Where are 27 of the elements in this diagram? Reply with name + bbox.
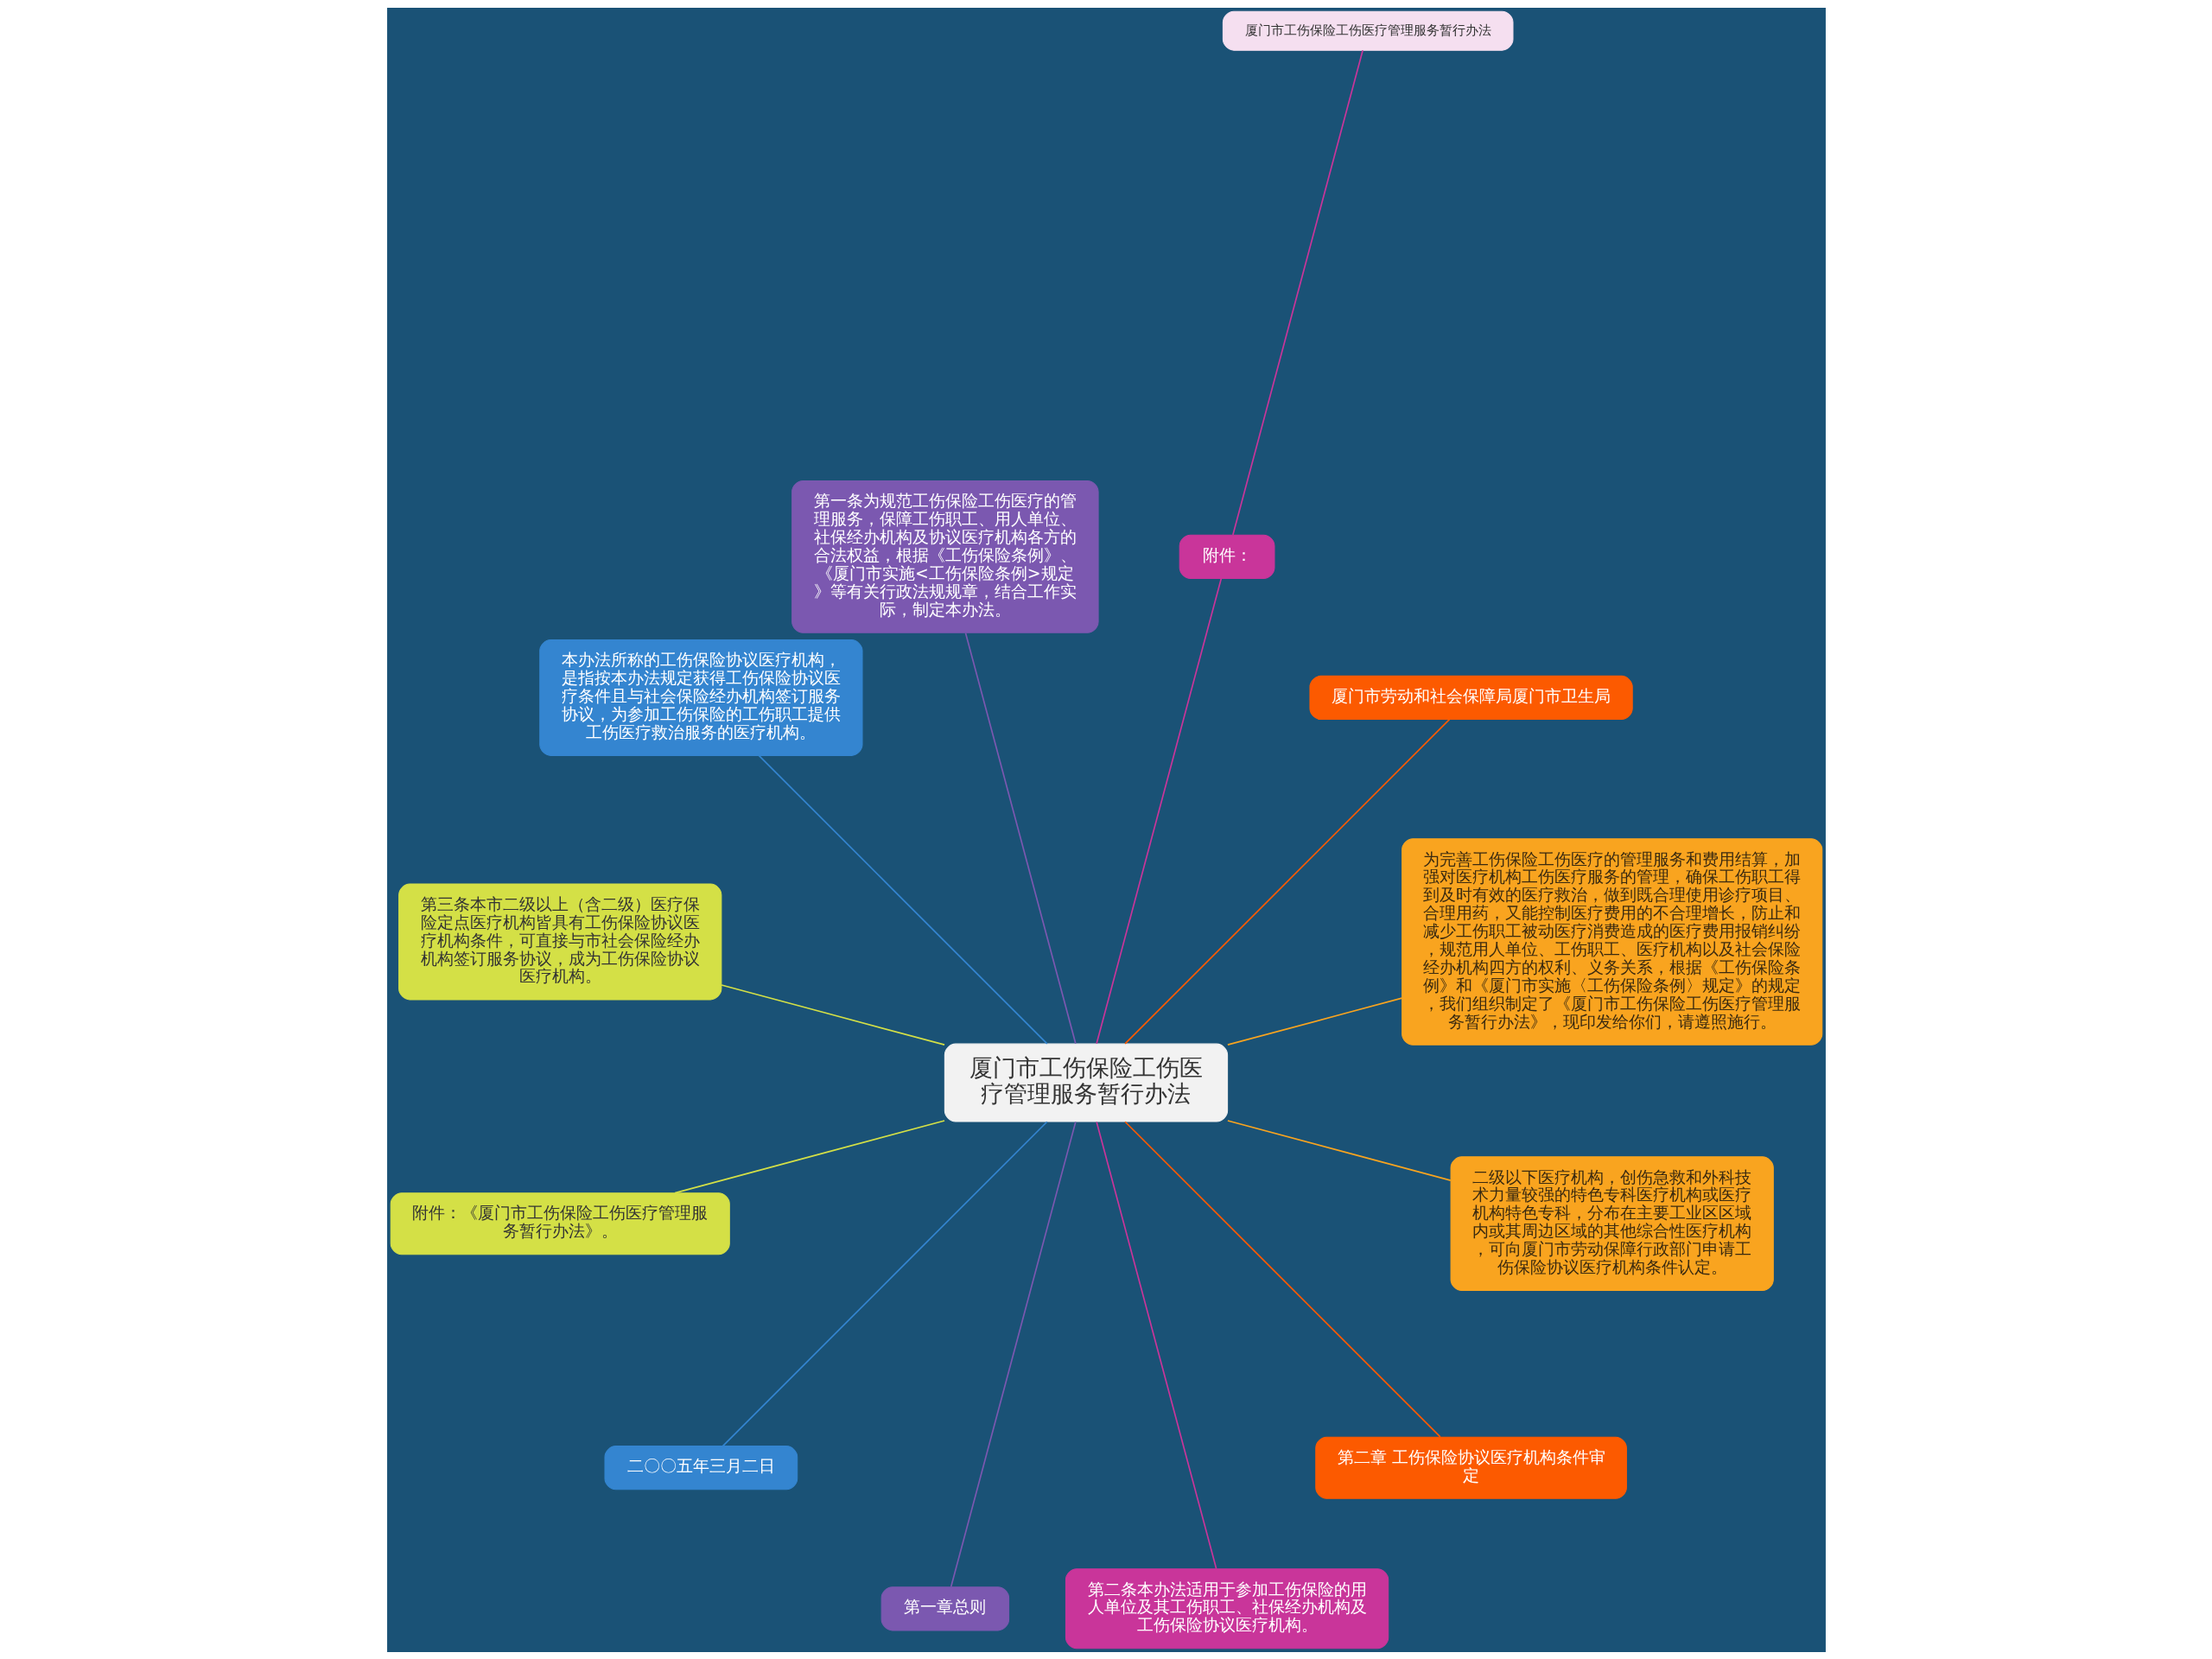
connector — [757, 754, 1048, 1045]
connector — [1095, 577, 1222, 1045]
connector — [1095, 1121, 1217, 1569]
connector — [1226, 1119, 1452, 1181]
node-box: 为完善工伤保险工伤医疗的管理服务和费用结算，加强对医疗机构工伤医疗服务的管理，确保工伤职工得到及时有效的医疗救治，做到既合理使用诊疗项目、合理用药，又能控制医疗费用的不合理增长，防止和减少工伤职工被动医疗消费造成的医疗费用报销纠纷，规范用人单位、工伤职工、医疗机构以及社会保险经办机构四方的权利、义务关系，根据《工伤保险条例》和《厦门市实施〈工伤保险条例〉规定》的规定，我们组织制定了《厦门市工伤保险工伤医疗管理服务暂行办法》，现印发给你们，请遵照施行。 — [1401, 837, 1822, 1046]
node-box: 二〇〇五年三月二日 — [604, 1445, 798, 1490]
connector — [720, 983, 945, 1046]
node-box: 厦门市工伤保险工伤医疗管理服务暂行办法 — [944, 1043, 1228, 1122]
node-box: 第一章总则 — [880, 1586, 1009, 1630]
connector — [1226, 996, 1402, 1046]
node-box: 第三条本市二级以上（含二级）医疗保险定点医疗机构皆具有工伤保险协议医疗机构条件，可直接与市社会保险经办机构签订服务协议，成为工伤保险协议医疗机构。 — [397, 883, 721, 1000]
node-box: 第二章 工伤保险协议医疗机构条件审定 — [1314, 1436, 1627, 1499]
connector — [950, 1121, 1077, 1587]
node-box: 厦门市工伤保险工伤医疗管理服务暂行办法 — [1222, 10, 1513, 51]
connector — [1123, 1120, 1441, 1438]
node-box: 附件：《厦门市工伤保险工伤医疗管理服务暂行办法》。 — [390, 1192, 730, 1255]
node-box: 本办法所称的工伤保险协议医疗机构，是指按本办法规定获得工伤保险协议医疗条件且与社会保险经办机构签订服务协议，为参加工伤保险的工伤职工提供工伤医疗救治服务的医疗机构。 — [538, 639, 862, 756]
connector — [721, 1120, 1048, 1446]
connector — [1123, 718, 1450, 1045]
connector — [673, 1119, 945, 1193]
node-box: 第一条为规范工伤保险工伤医疗的管理服务，保障工伤职工、用人单位、社保经办机构及协议医疗机构各方的合法权益，根据《工伤保险条例》、《厦门市实施<工伤保险条例>规定》等有关行政法规规章，结合工作实际，制定本办法。 — [791, 480, 1099, 633]
node-box: 第二条本办法适用于参加工伤保险的用人单位及其工伤职工、社保经办机构及工伤保险协议医疗机构。 — [1065, 1567, 1389, 1649]
node-box: 二级以下医疗机构，创伤急救和外科技术力量较强的特色专科医疗机构或医疗机构特色专科，分布在主要工业区区域内或其周边区域的其他综合性医疗机构，可向厦门市劳动保障行政部门申请工伤保险协议医疗机构条件认定。 — [1450, 1155, 1774, 1291]
connector — [1231, 48, 1363, 536]
node-box: 厦门市劳动和社会保障局厦门市卫生局 — [1308, 675, 1633, 720]
node-box: 附件： — [1179, 534, 1274, 579]
connector — [964, 632, 1077, 1045]
